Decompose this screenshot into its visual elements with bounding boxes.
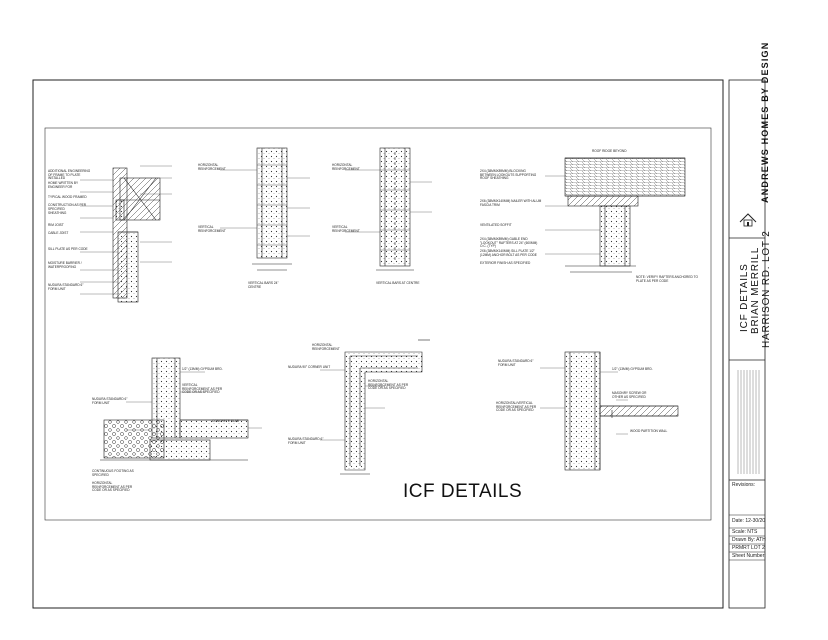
title-block [728, 79, 766, 609]
detail-note: CONSTRUCTION AS PER SPECIFIED [48, 203, 87, 211]
detail-note: VERTICAL REINFORCEMENT AS PER CODE OR AS… [182, 383, 223, 395]
detail-note: HORIZONTAL/VERTICAL REINFORCEMENT AS PER… [496, 401, 537, 413]
detail-note: HOME WRITTEN BY ENGINEER FOR [48, 181, 79, 189]
detail-note: VERTICAL BARS AT CENTRE [376, 281, 420, 285]
detail-note: ADDITIONAL ENGINEERING OF FRAME TO PLATE… [48, 169, 91, 181]
drawing-title: ICF DETAILS [403, 481, 523, 502]
project-field: PRMRT LOT 2 [732, 545, 765, 551]
drawing-frame [44, 127, 712, 521]
detail-note: CONTINUOUS FOOTING AS SPECIFIED [92, 469, 134, 477]
detail-note: 1/2" (13mm) GYPSUM BRD. [182, 367, 223, 371]
detail-note: 2x4 (38mmx89mm) BLOCKING BETWEEN LOOKOUT… [480, 169, 537, 181]
detail-note: 2x6 (38mmx140mm) NAILER WITH ALUM FASCIA… [480, 199, 542, 207]
detail-roof [545, 157, 686, 273]
detail-note: CABLE JOIST [48, 231, 69, 235]
project-line-3: HARRISON RD. LOT 2 [761, 230, 772, 348]
detail-note: NUDURA STANDARD 6" FORM UNIT [92, 397, 128, 405]
detail-note: HORIZONTAL REINFORCEMENT AS PER CODE OR … [92, 481, 133, 493]
detail-note: HORIZONTAL REINFORCEMENT [332, 163, 360, 171]
detail-note: VERTICAL BARS 24" CENTRE [248, 281, 279, 289]
sheet-number-label: Sheet Number: [732, 553, 766, 559]
detail-note: 1/2" (13mm) GYPSUM BRD. [612, 367, 653, 371]
detail-note: MASONRY SCREW OR OTHER AS SPECIFIED [612, 391, 647, 399]
detail-note: SILL PLATE AS PER CODE [48, 247, 88, 251]
detail-note: TYPICAL WOOD FRAMED [48, 195, 87, 199]
detail-note: HORIZONTAL REINFORCEMENT AS PER CODE OR … [368, 379, 409, 391]
detail-note: SHEATHING [48, 211, 67, 215]
detail-note: MOISTURE BARRIER / WATERPROOFING [48, 261, 82, 269]
detail-note: WOOD PARTITION WALL [630, 429, 668, 433]
detail-note: NUDURA STANDARD 6" FORM UNIT [498, 359, 534, 367]
detail-partition [540, 351, 679, 471]
designer-name: ANDREWS HOMES BY DESIGN [760, 41, 770, 203]
detail-note: HORIZONTAL REINFORCEMENT [198, 163, 226, 171]
detail-note: ROOF RIDGE BEYOND [592, 149, 627, 153]
project-line-2: BRIAN MERRILL [750, 246, 761, 334]
detail-wall-center-1 [220, 147, 310, 271]
detail-note: NOTE: VERIFY RAFTERS ANCHORED TO PLATE A… [636, 275, 698, 283]
detail-footing [100, 357, 262, 461]
detail-note: NUDURA 90° CORNER UNIT [288, 365, 331, 369]
detail-note: 2x4 (38mmx89mm) GABLE END "LOOKOUT" RAFT… [480, 237, 538, 249]
drawn-by-field: Drawn By: ATH [732, 537, 766, 543]
revisions-label: Revisions: [732, 482, 756, 488]
company-logo [739, 213, 757, 227]
detail-wall-center-2 [345, 147, 432, 271]
detail-note: NUDURA STANDARD 6" FORM UNIT [48, 283, 84, 291]
detail-corner [320, 339, 430, 475]
disclaimer-notes [737, 370, 760, 474]
detail-note: RIM JOIST [48, 223, 64, 227]
detail-note: 2x6 (38mmx140mm) SILL PLATE 1/2" (12mm) … [480, 249, 537, 257]
detail-note: CONCRETE SLAB [212, 419, 239, 423]
project-line-1: ICF DETAILS [739, 263, 750, 332]
scale-field: Scale: NTS [732, 529, 758, 535]
detail-note: EXTERIOR FINISH AS SPECIFIED [480, 261, 531, 265]
detail-note: HORIZONTAL REINFORCEMENT [312, 343, 340, 351]
detail-note: VENTILATED SOFFIT [480, 223, 512, 227]
detail-note: NUDURA STANDARD 6" FORM UNIT [288, 437, 324, 445]
detail-top-left [80, 165, 172, 303]
detail-note: VERTICAL REINFORCEMENT [332, 225, 360, 233]
sheet-border [32, 79, 724, 609]
detail-note: VERTICAL REINFORCEMENT [198, 225, 226, 233]
date-field: Date: 12-30/20 [732, 518, 766, 524]
